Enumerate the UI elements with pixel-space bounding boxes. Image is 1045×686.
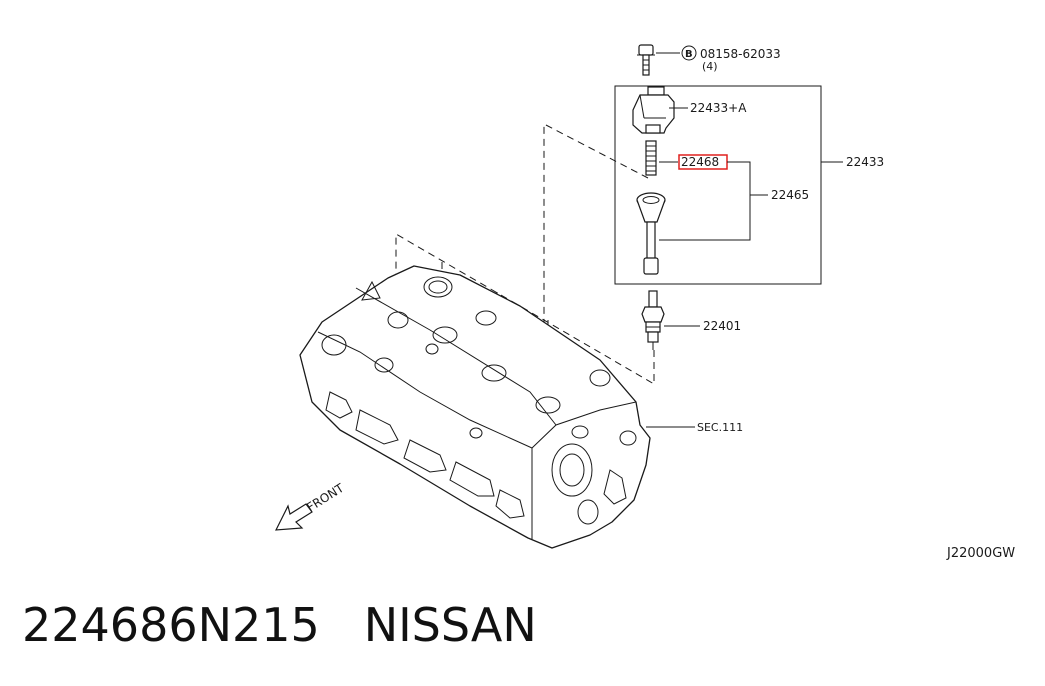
bolt-marker-circle — [681, 45, 697, 61]
cylinder-head-block[interactable] — [299, 265, 651, 549]
spring-label[interactable]: 22468 — [681, 155, 719, 169]
bolt-marker-letter: B — [685, 49, 693, 60]
caption-gap — [320, 598, 364, 652]
spark-plug-label[interactable]: 22401 — [703, 319, 741, 333]
part-caption: 224686N215 NISSAN — [22, 598, 537, 652]
front-arrow-icon — [274, 503, 313, 531]
bolt-qty-label: (4) — [702, 60, 718, 73]
bolt-part-label[interactable]: 08158-62033 — [700, 47, 781, 61]
ignition-coil-body[interactable] — [632, 86, 675, 134]
spark-plug-part[interactable] — [641, 290, 665, 350]
bolt-part[interactable] — [637, 44, 655, 76]
front-label: FRONT — [304, 481, 347, 515]
ignition-coil-assembly-box — [614, 85, 822, 285]
boot-part[interactable] — [636, 192, 666, 275]
boot-label[interactable]: 22465 — [771, 188, 809, 202]
caption-part-number: 224686N215 — [22, 598, 320, 652]
coil-sub-label[interactable]: 22433+A — [690, 101, 747, 115]
diagram-code: J22000GW — [946, 546, 1015, 561]
section-ref-label[interactable]: SEC.111 — [697, 421, 743, 434]
assembly-label[interactable]: 22433 — [846, 155, 884, 169]
caption-brand: NISSAN — [363, 598, 537, 652]
boot-bracket-leader — [659, 161, 751, 241]
spring-part[interactable] — [645, 140, 657, 176]
